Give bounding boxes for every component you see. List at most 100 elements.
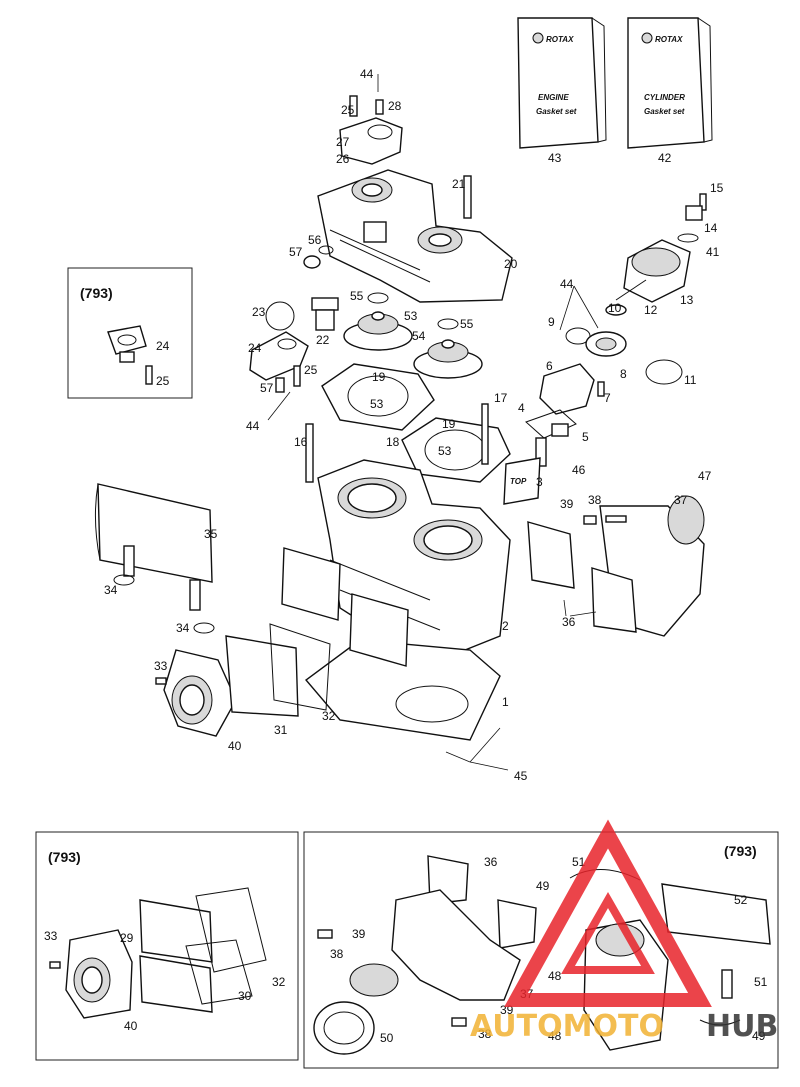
label-32: 32 (322, 709, 336, 723)
cylinder-block-2 (317, 459, 511, 661)
label-10: 10 (608, 301, 622, 315)
label-13: 13 (680, 293, 694, 307)
inset-br-label-39-left: 39 (352, 927, 366, 941)
o-ring-11 (645, 359, 683, 385)
guide-5 (551, 423, 569, 437)
reed-valve-31 (225, 635, 299, 717)
water-outlet-fitting (339, 95, 403, 165)
clamp-34a (113, 574, 135, 586)
label-38: 38 (588, 493, 602, 507)
inset-left-label-25: 25 (156, 374, 170, 388)
rave-cover-6 (539, 363, 605, 415)
label-39: 39 (560, 497, 574, 511)
label-40: 40 (228, 739, 242, 753)
top-mark: TOP (510, 477, 527, 486)
label-27: 27 (336, 135, 350, 149)
label-1: 1 (502, 695, 509, 709)
long-stud-21 (463, 175, 472, 219)
inset-br-label-38-left: 38 (330, 947, 344, 961)
inset-br-shield-52 (661, 883, 771, 945)
label-42: 42 (658, 151, 672, 165)
label-22: 22 (316, 333, 330, 347)
label-53-middle: 53 (370, 397, 384, 411)
label-53-upper: 53 (404, 309, 418, 323)
reed-block-left (281, 547, 341, 621)
label-53-lower: 53 (438, 444, 452, 458)
label-33: 33 (154, 659, 168, 673)
inset-bl-label-30: 30 (238, 989, 252, 1003)
o-ring-55a (367, 292, 389, 304)
rave-housing-13 (623, 239, 691, 303)
label-37: 37 (674, 493, 688, 507)
label-6: 6 (546, 359, 553, 373)
washer-10 (605, 304, 627, 316)
inset-bl-gasket-30 (185, 939, 253, 1005)
label-44-rave: 44 (560, 277, 574, 291)
spring-12 (615, 279, 647, 301)
inset-left-label-24: 24 (156, 339, 170, 353)
label-20: 20 (504, 257, 518, 271)
reed-block-right (349, 593, 409, 667)
cylinder-book-brand: ROTAX (655, 35, 683, 44)
label-26: 26 (336, 152, 350, 166)
plug-57 (303, 255, 321, 269)
cylinder-book-title: CYLINDER (644, 93, 685, 102)
inset-br-manifold (391, 889, 521, 1001)
inset-br-label-38-lower: 38 (478, 1027, 492, 1041)
gasket-4 (525, 409, 577, 439)
stud-17 (481, 403, 489, 465)
automotohub-watermark: AUTOMOTO HUB (470, 819, 778, 1044)
label-36: 36 (562, 615, 576, 629)
inset-br-label-49-lower: 49 (752, 1029, 766, 1043)
engine-book-brand: ROTAX (546, 35, 574, 44)
label-5: 5 (582, 430, 589, 444)
label-23: 23 (252, 305, 266, 319)
plug-14 (685, 205, 703, 221)
inset-br-clip-51 (721, 969, 733, 999)
dome-54b (413, 339, 483, 379)
label-34-lower: 34 (176, 621, 190, 635)
label-41: 41 (706, 245, 720, 259)
gasket-32 (269, 623, 331, 711)
inset-br-gasket-36b (497, 899, 537, 949)
cylinder-book-subtitle: Gasket set (644, 107, 685, 116)
cylinder-gasket-set-book: ROTAX CYLINDER Gasket set 42 (627, 17, 713, 165)
bolt-38 (605, 515, 627, 523)
washer-39 (583, 515, 597, 525)
inset-left-title: (793) (80, 285, 113, 301)
label-2: 2 (502, 619, 509, 633)
label-25-lower: 25 (304, 363, 318, 377)
carb-adapter-40 (163, 649, 237, 737)
head-gasket-19a (321, 363, 435, 431)
oil-tank-35 (94, 483, 213, 611)
inset-bl-title: (793) (48, 849, 81, 865)
inset-br-title: (793) (724, 843, 757, 859)
label-34-upper: 34 (104, 583, 118, 597)
label-55-right: 55 (460, 317, 474, 331)
inset-793-bottom-right: (793) 51 49 36 52 39 38 37 48 51 39 38 5… (303, 831, 779, 1069)
label-21: 21 (452, 177, 466, 191)
inset-br-label-49-top: 49 (536, 879, 550, 893)
label-24: 24 (248, 341, 262, 355)
inset-bl-label-33: 33 (44, 929, 58, 943)
exhaust-gasket-36b (591, 567, 637, 633)
o-ring-41 (677, 233, 699, 243)
label-3: 3 (536, 475, 543, 489)
label-19-upper: 19 (372, 370, 386, 384)
label-16: 16 (294, 435, 308, 449)
bolt-15 (699, 193, 707, 211)
thermostat-22 (311, 297, 339, 331)
label-31: 31 (274, 723, 288, 737)
inset-bl-label-29: 29 (120, 931, 134, 945)
label-17: 17 (494, 391, 508, 405)
watermark-automoto: AUTOMOTO (470, 1009, 664, 1044)
label-43: 43 (548, 151, 562, 165)
bolt-25 (293, 365, 301, 387)
label-47: 47 (698, 469, 712, 483)
label-9: 9 (548, 315, 555, 329)
inset-br-label-52: 52 (734, 893, 748, 907)
label-19-lower: 19 (442, 417, 456, 431)
label-25-top: 25 (341, 103, 355, 117)
inset-793-bottom-left: (793) 33 29 32 30 40 (35, 831, 299, 1061)
